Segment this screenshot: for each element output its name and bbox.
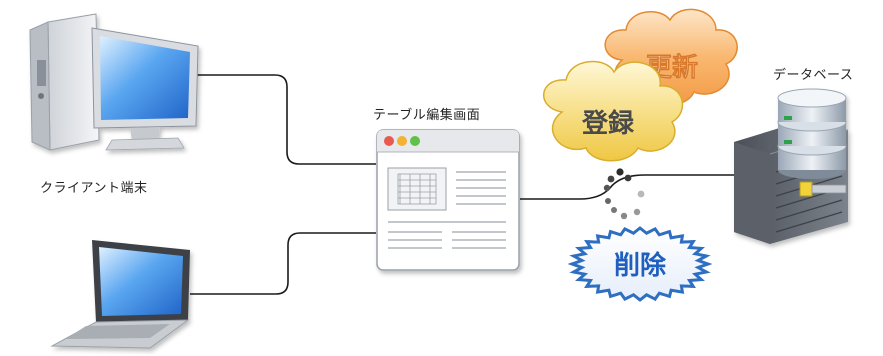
database-label: データベース: [773, 68, 854, 83]
line-desktop-to-screen: [196, 74, 376, 165]
window-maximize-dot: [410, 136, 420, 146]
laptop-icon: [50, 240, 190, 349]
loading-spinner-icon: [603, 168, 645, 220]
line-laptop-to-screen: [190, 232, 376, 295]
client-terminal-label: クライアント端末: [40, 181, 148, 196]
window-close-dot: [384, 136, 394, 146]
delete-label: 削除: [614, 250, 667, 281]
table-editor-screen-label: テーブル編集画面: [373, 108, 481, 123]
window-minimize-dot: [397, 136, 407, 146]
database-server-icon: [734, 88, 849, 244]
insert-label: 登録: [581, 108, 635, 139]
insert-cloud: 登録: [543, 60, 684, 162]
table-editor-window-icon: [376, 129, 520, 271]
desktop-computer-icon: [29, 13, 199, 151]
delete-burst: 削除: [567, 226, 713, 302]
